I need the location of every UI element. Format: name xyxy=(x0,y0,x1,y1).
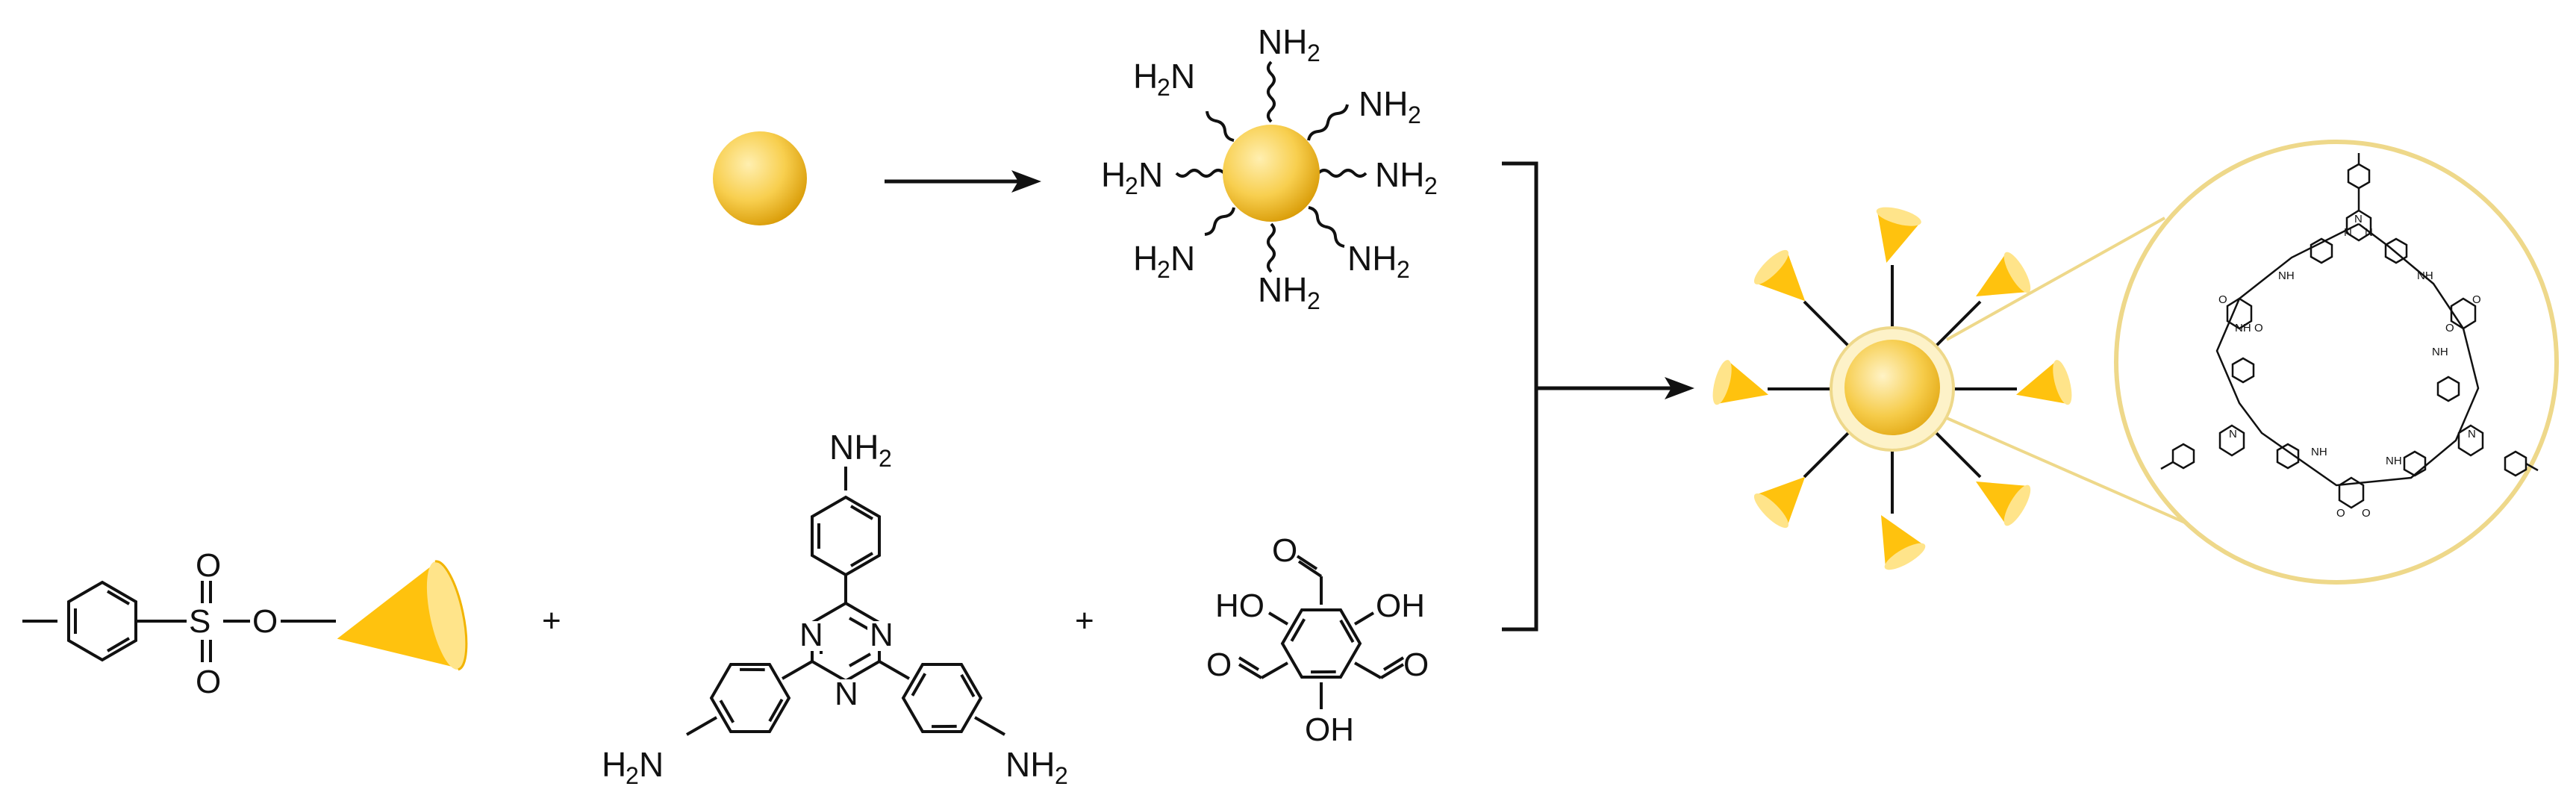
svg-text:H: H xyxy=(602,745,626,784)
zoom-line-upper xyxy=(1946,216,2165,341)
svg-text:N: N xyxy=(835,676,858,712)
svg-text:N: N xyxy=(639,745,664,784)
svg-text:2: 2 xyxy=(626,762,639,789)
oxygen-atom-top: O xyxy=(196,547,221,584)
svg-text:2: 2 xyxy=(1408,102,1421,128)
svg-text:O: O xyxy=(2472,293,2481,306)
svg-text:O: O xyxy=(2254,322,2263,334)
svg-text:N: N xyxy=(870,617,894,653)
nanoparticle-bare xyxy=(713,131,807,225)
svg-text:NH: NH xyxy=(1359,84,1408,123)
svg-text:N: N xyxy=(2229,428,2237,440)
svg-text:NH: NH xyxy=(2432,346,2448,358)
triformyl-phloroglucinol: O HO OH O O OH xyxy=(1206,532,1429,748)
cd-cap-1 xyxy=(1864,203,1924,270)
phloroglucinol-ring xyxy=(1271,591,1371,696)
cof-framework-labels: N N N NH NH NH NH NH NH N N O O O O O O xyxy=(2218,213,2481,520)
svg-text:2: 2 xyxy=(1307,287,1320,314)
svg-text:NH: NH xyxy=(1347,239,1397,278)
svg-text:N: N xyxy=(2344,226,2352,239)
svg-text:NH: NH xyxy=(1258,270,1307,309)
svg-text:2: 2 xyxy=(1307,40,1320,66)
tosyl-cyclodextrin: S O O O xyxy=(22,547,475,700)
oxygen-atom-ester: O xyxy=(252,603,278,640)
plus-sign-1: + xyxy=(542,602,561,639)
product-linkers xyxy=(1768,265,2017,514)
cof-framework-structure xyxy=(2160,153,2539,509)
svg-text:NH: NH xyxy=(2417,270,2433,282)
cyclodextrin-cone xyxy=(324,556,475,694)
svg-text:N: N xyxy=(1170,57,1195,96)
svg-text:O: O xyxy=(2362,507,2371,520)
svg-text:N: N xyxy=(2365,226,2373,239)
cd-cap-3 xyxy=(2009,358,2076,417)
product-core xyxy=(1844,340,1940,435)
svg-text:N: N xyxy=(799,617,823,653)
svg-text:2: 2 xyxy=(1055,762,1068,789)
product-nanoparticle xyxy=(1709,203,2076,575)
svg-text:O: O xyxy=(1403,647,1429,683)
svg-text:2: 2 xyxy=(1157,74,1170,101)
svg-text:O: O xyxy=(2218,293,2227,306)
svg-text:N: N xyxy=(2354,213,2363,225)
svg-text:2: 2 xyxy=(1157,256,1170,283)
tosyl-benzene-ring xyxy=(67,581,137,661)
svg-text:NH: NH xyxy=(2278,270,2295,282)
svg-text:HO: HO xyxy=(1215,588,1264,624)
svg-text:N: N xyxy=(1138,155,1163,194)
svg-text:O: O xyxy=(1272,532,1297,569)
zoom-circle xyxy=(2114,140,2559,585)
svg-text:NH: NH xyxy=(1375,155,1424,194)
svg-text:OH: OH xyxy=(1305,711,1354,748)
svg-text:OH: OH xyxy=(1376,588,1425,624)
cd-cap-5 xyxy=(1861,503,1929,575)
combining-bracket xyxy=(1502,161,1538,632)
cd-cap-7 xyxy=(1709,358,1775,417)
svg-text:N: N xyxy=(2468,428,2476,440)
aryl-ring-right xyxy=(892,646,992,750)
svg-text:NH: NH xyxy=(829,428,879,467)
oxygen-atom-bottom: O xyxy=(196,664,221,700)
zoom-line-lower xyxy=(1946,417,2203,532)
svg-text:NH: NH xyxy=(1005,745,1055,784)
plus-sign-2: + xyxy=(1075,602,1094,639)
svg-text:H: H xyxy=(1133,239,1158,278)
svg-text:NH: NH xyxy=(1258,22,1307,61)
svg-text:N: N xyxy=(1170,239,1195,278)
svg-text:2: 2 xyxy=(1125,172,1138,199)
svg-text:2: 2 xyxy=(879,445,892,472)
svg-text:O: O xyxy=(1206,647,1232,683)
svg-text:O: O xyxy=(2336,507,2345,520)
svg-text:2: 2 xyxy=(1397,256,1410,283)
svg-text:NH: NH xyxy=(2235,322,2251,334)
wavy-linkers xyxy=(1175,60,1367,273)
reaction-arrow-top xyxy=(885,170,1041,193)
svg-text:NH: NH xyxy=(2386,455,2402,467)
svg-text:2: 2 xyxy=(1424,172,1438,199)
svg-text:H: H xyxy=(1133,57,1158,96)
nanoparticle-core xyxy=(1223,125,1320,222)
reaction-arrow-main xyxy=(1536,377,1694,399)
svg-text:O: O xyxy=(2445,322,2454,334)
svg-text:NH: NH xyxy=(2311,446,2327,458)
svg-text:H: H xyxy=(1101,155,1126,194)
aryl-ring-top xyxy=(811,496,881,576)
sulfur-atom: S xyxy=(189,603,210,640)
aryl-ring-left xyxy=(700,646,800,750)
